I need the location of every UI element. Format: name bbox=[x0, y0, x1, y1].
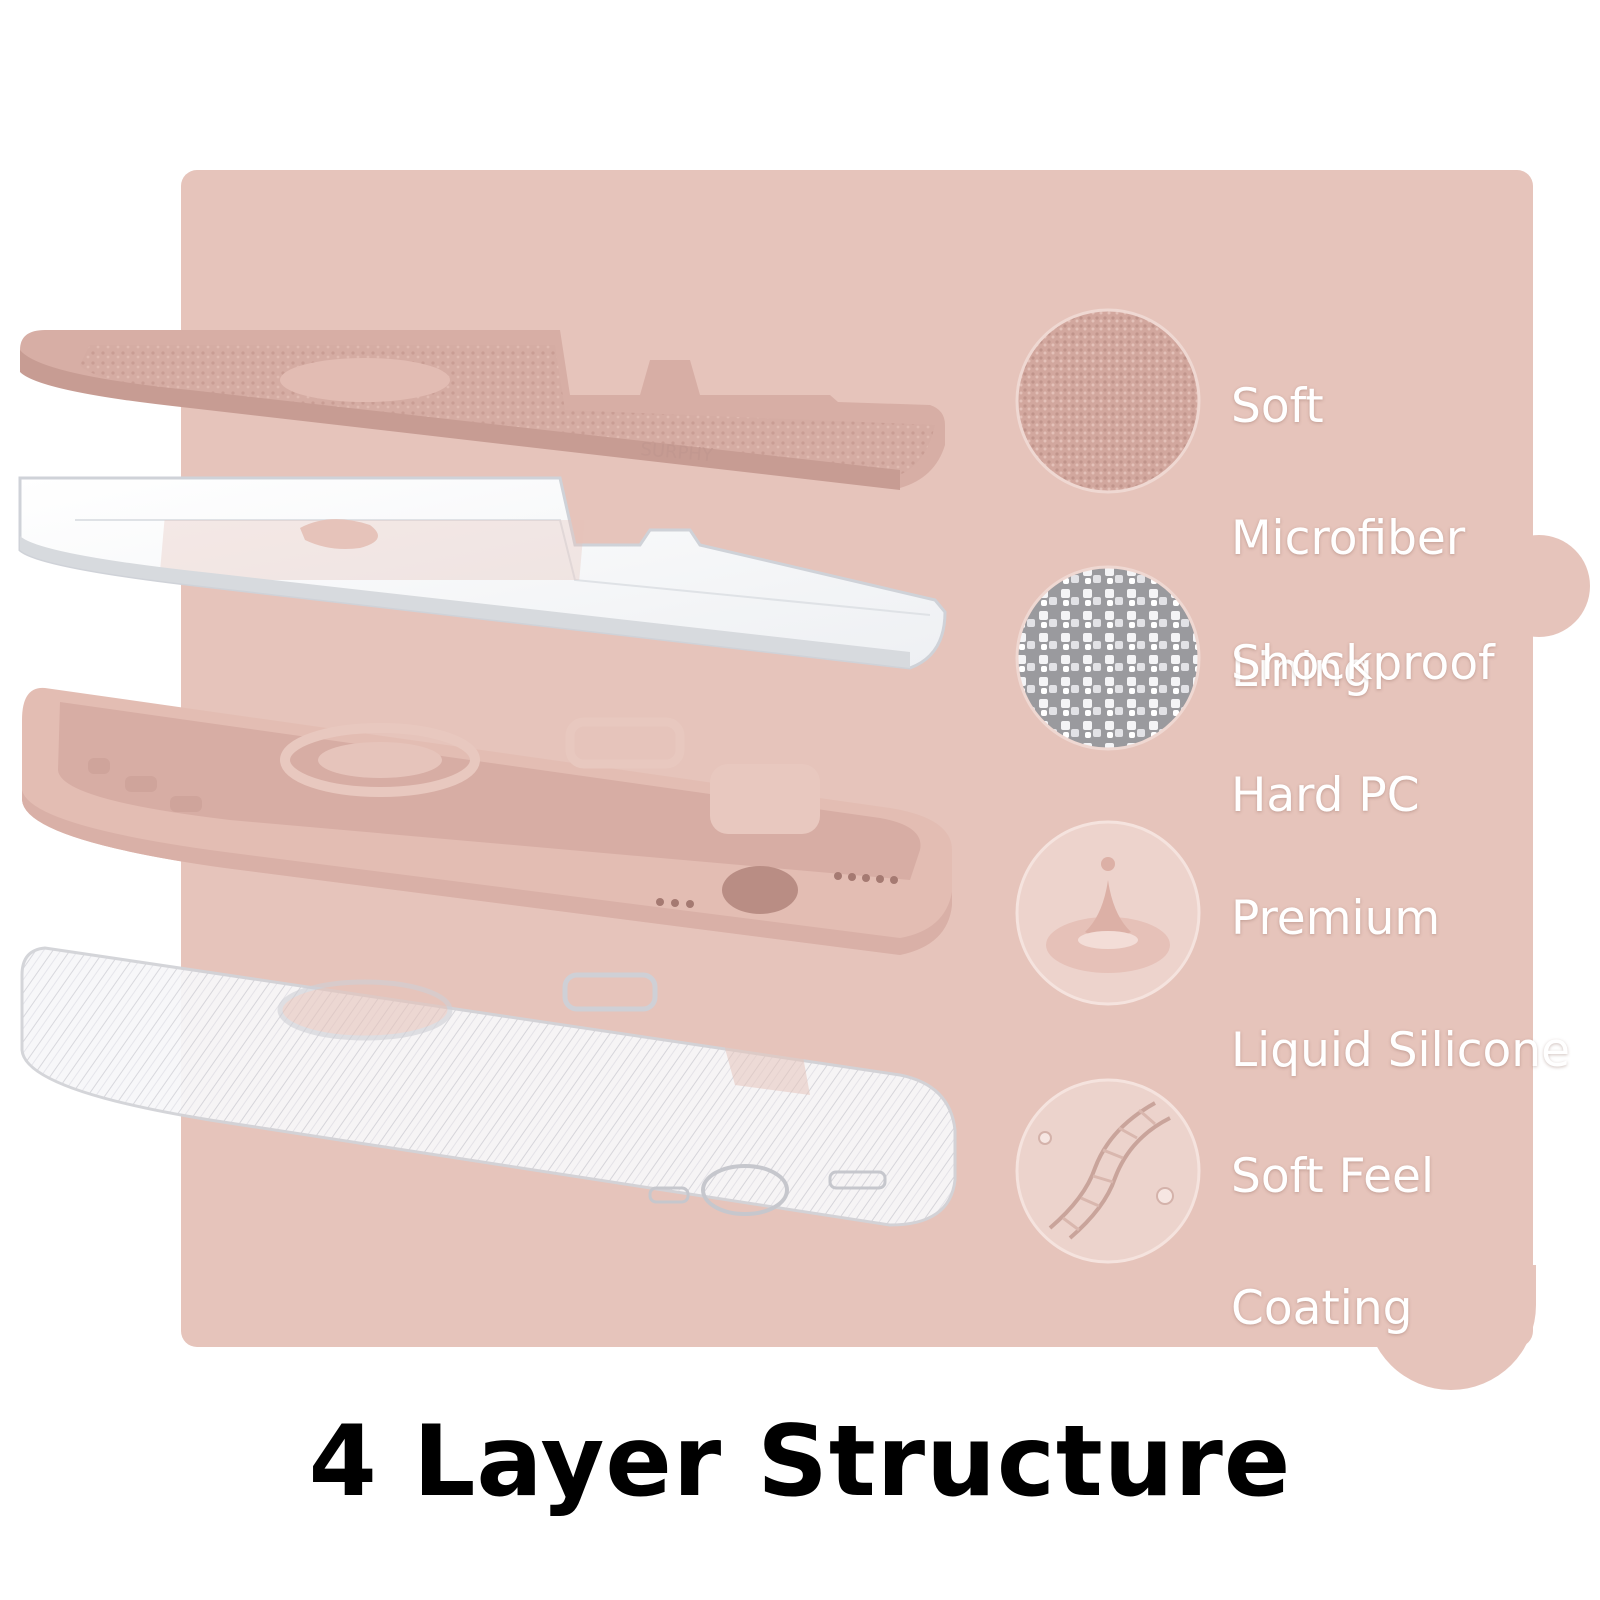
feature-label-line: Liquid Silicone bbox=[1231, 1023, 1571, 1078]
feature-shockproof-hard-pc: Shockproof Hard PC bbox=[1015, 565, 1575, 823]
panel-tab-right bbox=[1488, 535, 1590, 637]
feature-label: Shockproof Hard PC bbox=[1231, 565, 1495, 895]
feature-soft-microfiber-lining: Soft Microfiber Lining bbox=[1015, 308, 1575, 698]
feature-label-line: Soft bbox=[1231, 379, 1324, 434]
liquid-drop-icon bbox=[1015, 820, 1201, 1006]
feature-premium-liquid-silicone: Premium Liquid Silicone bbox=[1015, 820, 1575, 1078]
feature-label-line: Microfiber bbox=[1231, 511, 1466, 566]
microfiber-lining-layer: SURPHY bbox=[20, 330, 945, 490]
feature-label-line: Shockproof bbox=[1231, 636, 1495, 691]
feature-soft-feel-coating: Soft Feel Coating bbox=[1015, 1078, 1575, 1336]
page-title: 4 Layer Structure bbox=[308, 1405, 1292, 1519]
feature-label-line: Lining bbox=[1231, 643, 1373, 698]
hard-pc-layer bbox=[18, 476, 947, 670]
feature-label: Soft Feel Coating bbox=[1231, 1078, 1434, 1408]
feature-label: Soft Microfiber Lining bbox=[1231, 308, 1465, 770]
microfiber-texture-icon bbox=[1015, 308, 1201, 494]
feature-label: Premium Liquid Silicone bbox=[1231, 820, 1570, 1150]
feature-label-line: Hard PC bbox=[1231, 768, 1420, 823]
feature-label-line: Soft Feel bbox=[1231, 1149, 1435, 1204]
crystal-granules-icon bbox=[1015, 565, 1201, 751]
feature-label-line: Coating bbox=[1231, 1281, 1413, 1336]
dna-molecule-icon bbox=[1015, 1078, 1201, 1264]
liquid-silicone-layer bbox=[22, 687, 952, 955]
clear-tpu-layer bbox=[20, 946, 957, 1227]
feature-label-line: Premium bbox=[1231, 891, 1441, 946]
